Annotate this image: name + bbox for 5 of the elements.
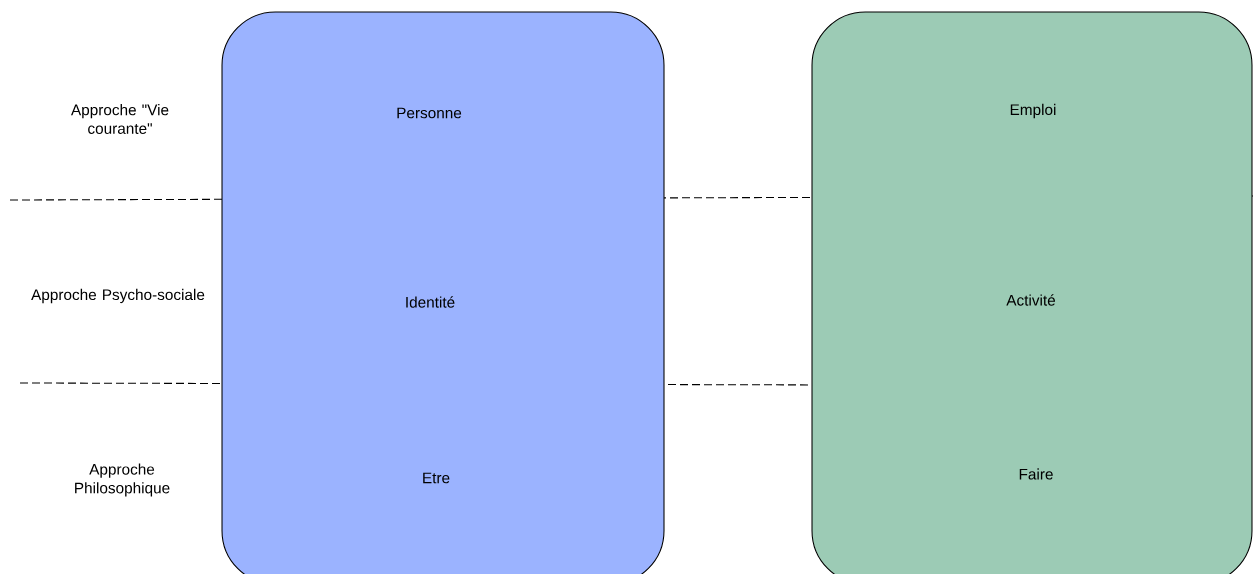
row-label: Approche Philosophique [75, 463, 170, 497]
rounded-box: Emploi Activité Faire [811, 11, 1253, 574]
row-label: Approche "Vie courante" [71, 104, 169, 134]
row-label: Approche Psycho-sociale [31, 288, 205, 304]
rounded-box: Personne Identité Etre [221, 11, 665, 574]
